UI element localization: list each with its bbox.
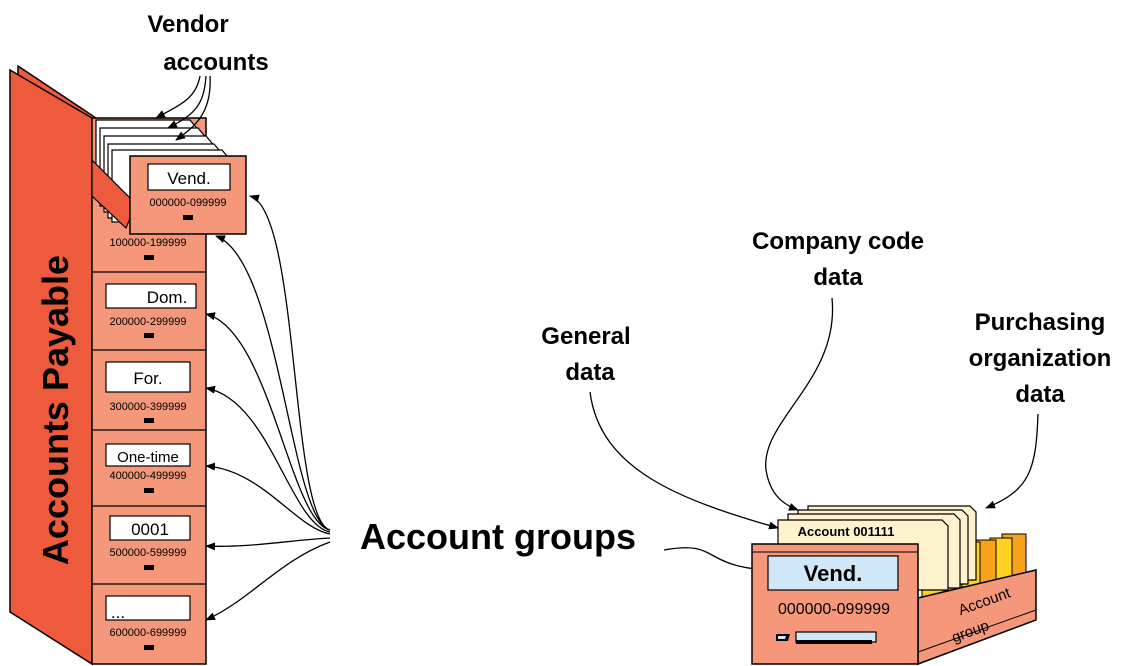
account-groups-label: Account groups — [360, 516, 636, 557]
drawer-range: 500000-599999 — [109, 547, 186, 559]
drawer-range: 000000-099999 — [149, 197, 226, 209]
box-front-range: 000000-099999 — [778, 601, 890, 618]
vendor-accounts-label-line1: Vendor — [147, 11, 228, 38]
drawer-1[interactable]: 100000-199999 — [92, 237, 206, 273]
drawer-label-box — [147, 163, 231, 191]
drawer-handle — [144, 565, 154, 570]
drawer-range: 600000-699999 — [109, 627, 186, 639]
drawer-label-box — [105, 361, 191, 393]
drawer-handle — [144, 418, 154, 423]
drawer-range: 300000-399999 — [109, 401, 186, 413]
drawer-range: 100000-199999 — [109, 237, 186, 249]
drawer-label: For. — [133, 369, 162, 388]
box-front-label-box — [767, 555, 899, 591]
purchasing-label-line1: Purchasing — [975, 309, 1106, 336]
box-front-label: Vend. — [804, 561, 863, 586]
drawer-label: Vend. — [167, 169, 211, 188]
account-group-box: Account 001111 Account group Vend. 00000… — [751, 505, 1037, 666]
drawer-label-box — [105, 595, 191, 621]
drawer-handle — [144, 488, 154, 493]
company-code-label-line2: data — [813, 264, 863, 291]
accounts-payable-cabinet: Accounts Payable Vend. 000000-099999 100… — [9, 64, 247, 666]
drawer-label: Dom. — [147, 288, 188, 307]
purchasing-label-line3: data — [1015, 381, 1065, 408]
vendor-accounts-arrows — [155, 75, 211, 141]
drawer-label-box — [105, 443, 191, 467]
vendor-accounts-label-line2: accounts — [163, 49, 268, 76]
drawer-0001[interactable]: 0001 500000-599999 — [92, 515, 206, 585]
drawer-label-box — [109, 515, 191, 541]
drawer-handle — [144, 333, 154, 338]
drawer-range: 400000-499999 — [109, 470, 186, 482]
general-data-label-line2: data — [565, 359, 615, 386]
drawer-dom[interactable]: Dom. 200000-299999 — [92, 283, 206, 351]
drawer-side-flap — [91, 158, 137, 230]
data-arrows — [589, 297, 1039, 530]
drawer-vend[interactable]: Vend. 000000-099999 — [129, 155, 247, 235]
general-data-label-line1: General — [541, 323, 630, 350]
drawer-label: 0001 — [131, 520, 169, 539]
company-code-label-line1: Company code — [752, 228, 924, 255]
cabinet-side-title: Accounts Payable — [35, 255, 76, 565]
purchasing-label-line2: organization — [969, 345, 1112, 372]
drawer-one-time[interactable]: One-time 400000-499999 — [92, 443, 206, 507]
drawer-handle — [144, 645, 154, 650]
drawer-range: 200000-299999 — [109, 316, 186, 328]
drawer-handle — [144, 255, 154, 260]
drawer-handle — [183, 215, 193, 220]
drawer-label-box — [105, 283, 197, 309]
drawer-for[interactable]: For. 300000-399999 — [92, 361, 206, 431]
drawer-label: One-time — [117, 449, 179, 466]
drawer-ellipsis[interactable]: ... 600000-699999 — [105, 595, 191, 650]
drawer-label: ... — [111, 603, 125, 622]
account-card-label: Account 001111 — [798, 524, 895, 539]
box-handle[interactable] — [776, 631, 877, 644]
account-groups-arrows — [205, 194, 769, 621]
